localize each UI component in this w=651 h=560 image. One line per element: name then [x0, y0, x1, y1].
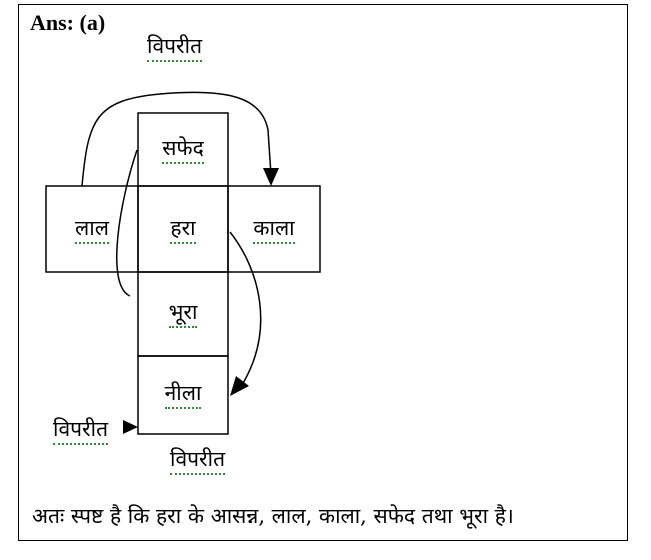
arc-left-to-right: [81, 91, 272, 187]
arrowhead-left-label: [123, 420, 138, 434]
face-right: काला: [228, 216, 320, 244]
face-below-center: भूरा: [138, 300, 228, 328]
curve-center-to-bottom: [229, 231, 262, 386]
curve-top-to-below: [115, 149, 138, 297]
cell-bottom: [137, 355, 229, 435]
opposite-label-bottom: विपरीत: [170, 447, 226, 475]
opposite-label-left: विपरीत: [53, 417, 109, 445]
arrowhead-bottom-face: [230, 376, 249, 396]
face-bottom: नीला: [138, 381, 228, 409]
answer-box: [18, 4, 628, 541]
opposite-label-top: विपरीत: [147, 34, 203, 62]
answer-label: Ans: (a): [30, 10, 106, 35]
face-top: सफेद: [138, 136, 228, 164]
face-center: हरा: [138, 216, 228, 244]
arrowhead-right-face: [263, 168, 279, 186]
cell-right: [227, 185, 321, 273]
conclusion-text: अतः स्पष्ट है कि हरा के आसन्न, लाल, काला…: [32, 504, 514, 528]
face-left: लाल: [46, 216, 138, 244]
